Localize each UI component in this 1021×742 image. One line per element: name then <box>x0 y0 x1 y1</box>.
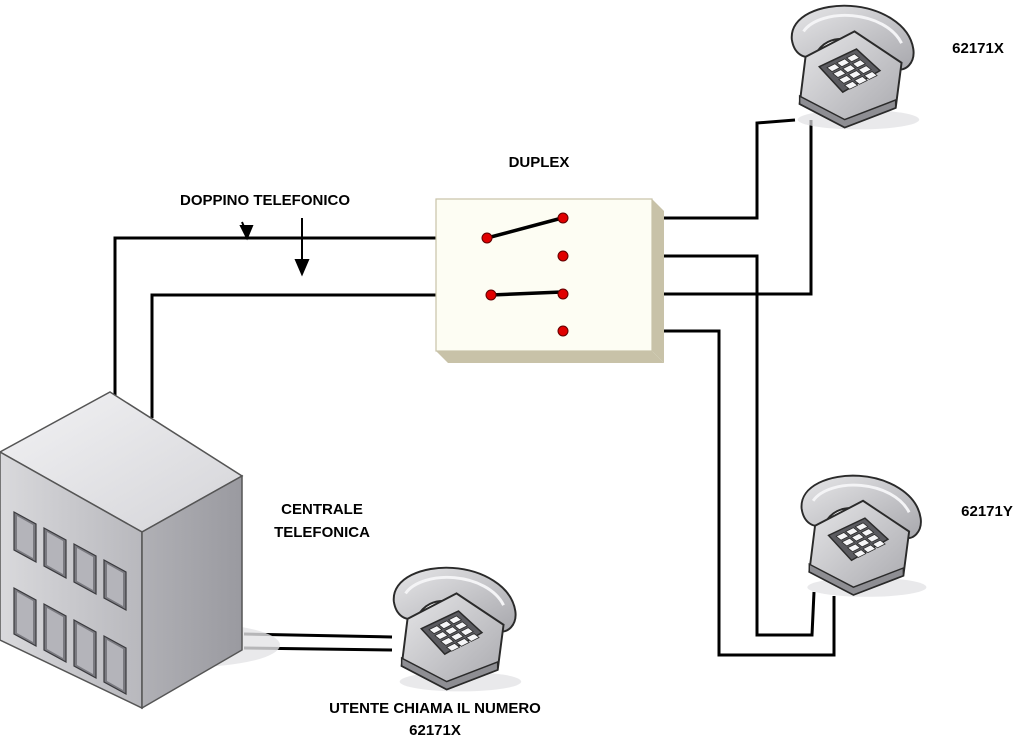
building-icon <box>0 391 280 710</box>
label-centrale-line2: TELEFONICA <box>274 524 370 541</box>
label-phone-62171y: 62171Y <box>961 503 1013 520</box>
contact-out-2 <box>557 250 569 262</box>
wire-bottom-pair <box>150 293 491 418</box>
wire-output-2 <box>563 254 816 637</box>
label-phone-62171x: 62171X <box>952 40 1004 57</box>
telephone-icon-utente <box>392 566 523 693</box>
contact-input-top <box>481 232 493 244</box>
wire-output-4 <box>563 329 836 657</box>
duplex-switch <box>435 198 664 363</box>
label-duplex: DUPLEX <box>509 154 570 171</box>
doppino-arrows <box>239 218 310 277</box>
label-doppino-telefonico: DOPPINO TELEFONICO <box>180 192 350 209</box>
label-centrale-line1: CENTRALE <box>281 501 363 518</box>
contact-input-bottom <box>485 289 497 301</box>
label-utente-line2: 62171X <box>409 722 461 739</box>
telephone-icon-62171x <box>790 4 921 131</box>
contact-out-4 <box>557 325 569 337</box>
contact-out-3 <box>557 288 569 300</box>
telephone-icon-62171y <box>800 474 928 599</box>
label-utente-line1: UTENTE CHIAMA IL NUMERO <box>329 700 541 717</box>
wire-top-pair <box>113 236 487 400</box>
contact-out-1 <box>557 212 569 224</box>
